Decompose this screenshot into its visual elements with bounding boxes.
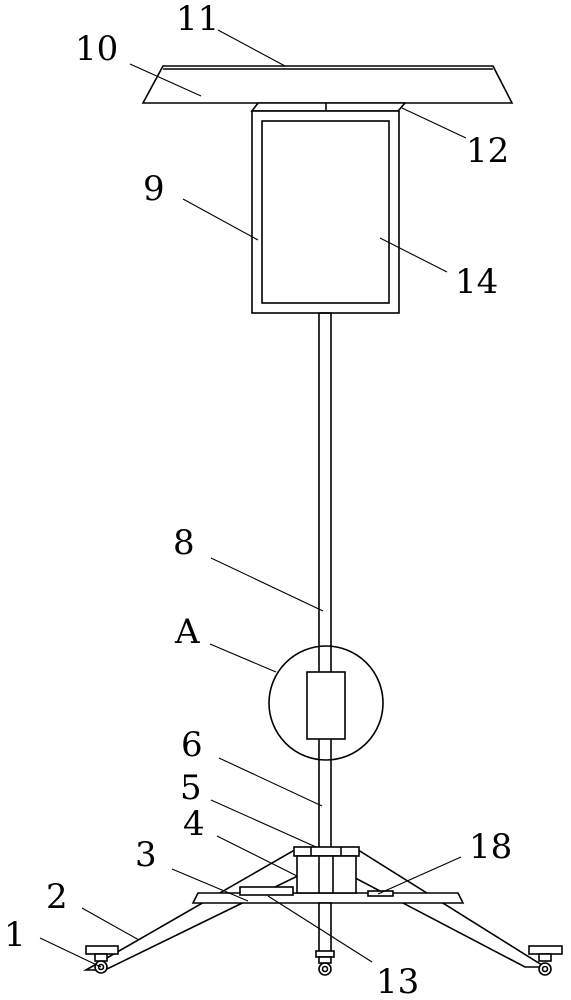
- lower-pole: [318, 760, 332, 847]
- motor-housing: [296, 855, 357, 894]
- label-18: 18: [469, 827, 512, 867]
- label-10: 10: [75, 29, 118, 69]
- label-6: 6: [181, 725, 203, 765]
- coupling-sleeve: [306, 671, 346, 740]
- tripod-legs: [83, 847, 548, 971]
- leader-lines: [39, 29, 467, 968]
- label-5: 5: [180, 768, 202, 808]
- upright-pole: [318, 312, 332, 652]
- label-13: 13: [376, 962, 419, 1000]
- center-wheel: [318, 956, 332, 976]
- label-8: 8: [173, 523, 195, 563]
- center-rod: [315, 902, 335, 958]
- base-housing: [293, 846, 360, 894]
- base-components: [239, 886, 394, 897]
- display-box: [251, 110, 400, 314]
- battery: [239, 886, 294, 896]
- label-4: 4: [183, 804, 205, 844]
- label-12: 12: [466, 131, 509, 171]
- top-plate: [293, 846, 360, 857]
- label-a: A: [174, 612, 200, 652]
- display-screen: [261, 120, 390, 304]
- reference-numerals: 11 10 12 9 14 8 A 6 5 4 3 18 2 1 13: [4, 0, 512, 1000]
- detail-a: [268, 645, 384, 761]
- panel-bracket: [250, 102, 407, 112]
- label-3: 3: [135, 835, 157, 875]
- label-2: 2: [46, 877, 68, 917]
- switch: [367, 890, 394, 897]
- label-9: 9: [143, 169, 165, 209]
- right-foot: [528, 945, 563, 976]
- solar-panel: [141, 65, 514, 104]
- label-11: 11: [176, 0, 219, 39]
- label-14: 14: [455, 262, 498, 302]
- label-1: 1: [4, 915, 26, 955]
